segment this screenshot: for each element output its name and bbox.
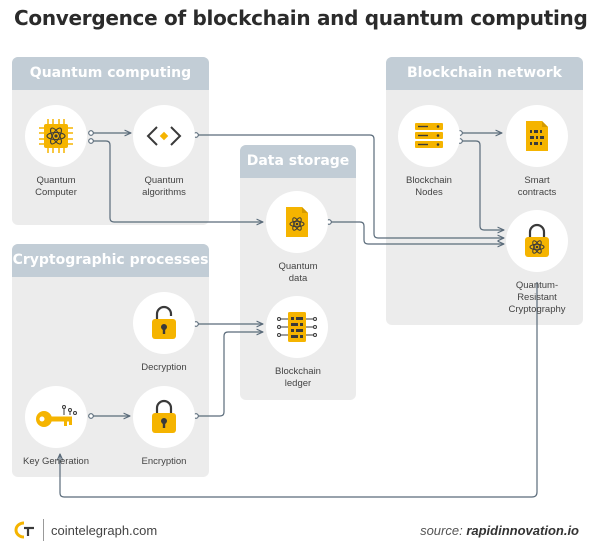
label-key-generation: Key Generation (11, 456, 101, 468)
footer-source: source: rapidinnovation.io (420, 523, 579, 538)
node-encryption (133, 386, 195, 448)
label-line: data (288, 273, 308, 284)
footer-separator (43, 519, 44, 541)
label-blockchain-ledger: Blockchain ledger (253, 366, 343, 390)
cointelegraph-logo-icon (14, 521, 34, 539)
node-blockchain-nodes (398, 105, 460, 167)
panel-title-blockchain-network: Blockchain network (386, 57, 583, 90)
quantum-lock-icon (525, 223, 549, 257)
diagram-title: Convergence of blockchain and quantum co… (14, 6, 588, 30)
label-line: Resistant (517, 292, 557, 303)
connector-nodes-to-qrc (460, 140, 504, 230)
node-quantum-computer (25, 105, 87, 167)
label-line: Quantum- (515, 280, 559, 291)
connector-quantum-data-to-qrc (329, 221, 504, 244)
label-line: contracts (517, 187, 557, 198)
ledger-circuit-icon (277, 312, 317, 342)
key-icon (36, 405, 77, 427)
panel-title-cryptographic-processes: Cryptographic processes (12, 244, 209, 277)
locked-padlock-icon (152, 399, 176, 433)
code-brackets-icon (146, 126, 182, 146)
panel-title-quantum-computing: Quantum computing (12, 57, 209, 90)
node-quantum-algorithms (133, 105, 195, 167)
source-prefix: source: (420, 523, 467, 538)
quantum-chip-icon (39, 119, 73, 153)
label-decryption: Decryption (119, 362, 209, 374)
node-blockchain-ledger (266, 296, 328, 358)
label-encryption: Encryption (119, 456, 209, 468)
label-quantum-algorithms: Quantum algorithms (119, 175, 209, 199)
connector-algorithms-to-qrc (196, 134, 504, 238)
label-quantum-resistant-cryptography: Quantum- Resistant Cryptography (492, 280, 582, 316)
unlocked-padlock-icon (152, 305, 176, 339)
label-smart-contracts: Smart contracts (492, 175, 582, 199)
label-line: Key Generation (22, 456, 89, 467)
label-quantum-computer: Quantum Computer (11, 175, 101, 199)
node-key-generation (25, 386, 87, 448)
footer-site-name: cointelegraph.com (51, 523, 158, 538)
label-line: ledger (284, 378, 312, 389)
label-line: Encryption (141, 456, 187, 467)
label-blockchain-nodes: Blockchain Nodes (384, 175, 474, 199)
server-stack-icon (415, 123, 443, 148)
node-decryption (133, 292, 195, 354)
document-binary-icon (526, 121, 548, 151)
node-quantum-resistant-cryptography (506, 210, 568, 272)
connector-encryption-to-ledger (196, 332, 263, 417)
label-line: Quantum (278, 261, 318, 272)
label-quantum-data: Quantum data (253, 261, 343, 285)
label-line: Computer (35, 187, 77, 198)
connector-qrc-to-keygen (60, 282, 538, 498)
label-line: Smart (524, 175, 550, 186)
label-line: Quantum (36, 175, 76, 186)
panel-blockchain-network: Blockchain network (386, 57, 583, 325)
label-line: Decryption (141, 362, 187, 373)
node-smart-contracts (506, 105, 568, 167)
panel-title-data-storage: Data storage (240, 145, 356, 178)
label-line: algorithms (142, 187, 186, 198)
label-line: Blockchain (275, 366, 321, 377)
label-line: Cryptography (508, 304, 566, 315)
source-name: rapidinnovation.io (466, 523, 579, 538)
label-line: Blockchain (406, 175, 452, 186)
label-line: Quantum (144, 175, 184, 186)
quantum-document-icon (286, 207, 308, 237)
connector-computer-to-quantum-data (91, 140, 263, 222)
node-quantum-data (266, 191, 328, 253)
label-line: Nodes (415, 187, 443, 198)
